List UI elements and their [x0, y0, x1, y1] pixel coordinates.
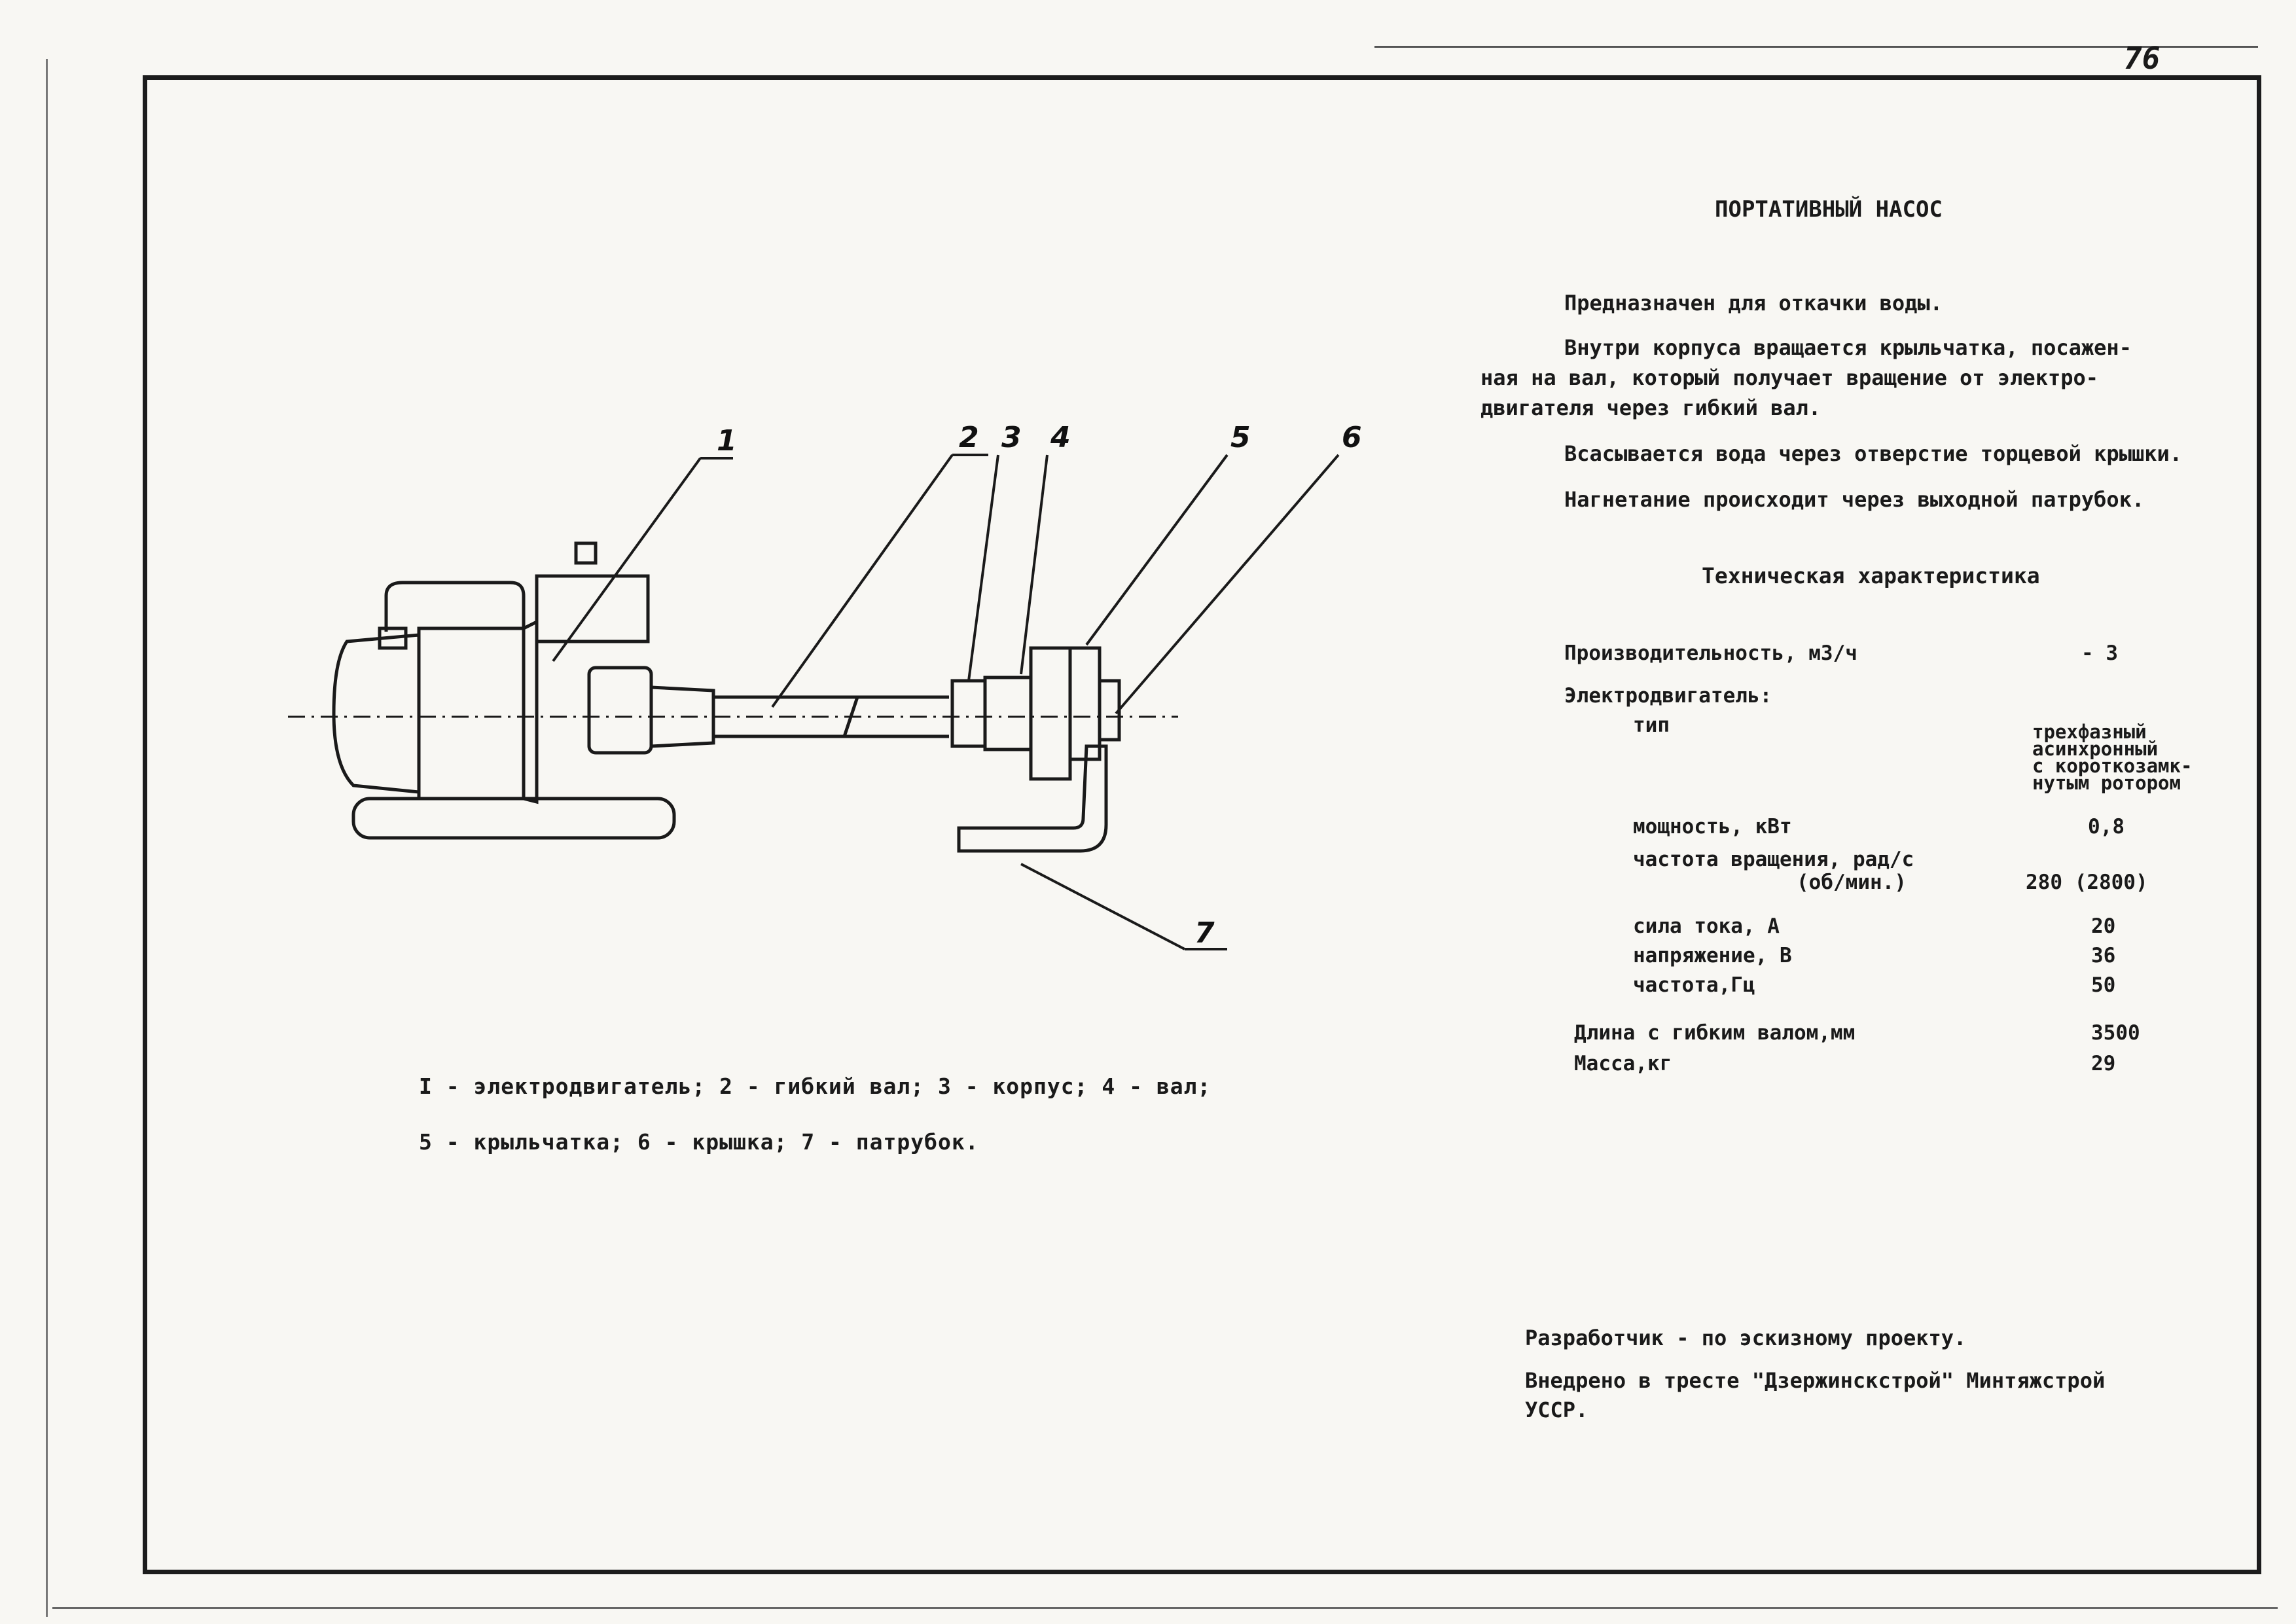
flexible-shaft: [713, 695, 949, 738]
motor-type-value: трехфазный асинхронный с короткозамк- ну…: [2032, 721, 2193, 794]
speed-label-rpm: (об/мин.): [1797, 871, 1907, 894]
mass-label: Масса,кг: [1574, 1052, 1672, 1075]
description-line-3: двигателя через гибкий вал.: [1480, 395, 1821, 420]
implementation-note-2: УССР.: [1525, 1398, 1588, 1422]
speed-label: частота вращения, рад/с: [1633, 848, 1914, 871]
caption-line-2: 5 - крыльчатка; 6 - крышка; 7 - патрубок…: [419, 1129, 979, 1155]
handle-clip: [378, 626, 408, 650]
page-number: 76: [2124, 41, 2161, 76]
motor-end-cap: [332, 633, 421, 794]
callout-1: 1: [717, 424, 737, 458]
pump-outline: [332, 541, 1121, 853]
current-value: 20: [2091, 914, 2116, 938]
power-label: мощность, кВт: [1633, 815, 1792, 839]
document-title: ПОРТАТИВНЫЙ НАСОС: [1715, 196, 1943, 223]
pump-cover: [1068, 646, 1102, 761]
callout-4: 4: [1050, 421, 1071, 454]
scan-bottom-line: [52, 1607, 2278, 1609]
suction-text: Всасывается вода через отверстие торцево…: [1564, 441, 2183, 466]
pump-casing: [950, 679, 987, 748]
leader-5: [1085, 454, 1229, 646]
motor-housing-rear: [417, 626, 526, 801]
cover-boss: [1098, 679, 1121, 742]
leader-2: [771, 454, 954, 708]
voltage-value: 36: [2091, 944, 2116, 967]
specs-heading: Техническая характеристика: [1702, 563, 2040, 588]
capacity-value: - 3: [2081, 641, 2118, 665]
leader-1: [552, 457, 702, 662]
motor-heading: Электродвигатель:: [1564, 684, 1772, 708]
motor-type-label: тип: [1633, 713, 1670, 737]
description-line-1: Внутри корпуса вращается крыльчатка, пос…: [1564, 335, 2132, 360]
length-value: 3500: [2091, 1021, 2140, 1045]
terminal-box: [535, 574, 650, 643]
pump-shaft-seal: [983, 676, 1033, 751]
motor-housing-front: [522, 619, 539, 804]
power-value: 0,8: [2088, 815, 2125, 839]
implementation-note-1: Внедрено в тресте "Дзержинскстрой" Минтя…: [1525, 1368, 2106, 1393]
length-label: Длина с гибким валом,мм: [1574, 1021, 1856, 1045]
voltage-label: напряжение, В: [1633, 944, 1792, 967]
leader-6: [1115, 454, 1340, 715]
motor-base: [351, 797, 676, 840]
developer-note: Разработчик - по эскизному проекту.: [1525, 1326, 1967, 1350]
scan-edge-line: [46, 59, 48, 1617]
current-label: сила тока, А: [1633, 914, 1780, 938]
callout-3: 3: [1001, 421, 1022, 454]
purpose-text: Предназначен для откачки воды.: [1564, 291, 1943, 316]
leader-3: [967, 454, 999, 681]
frequency-value: 50: [2091, 973, 2116, 997]
leader-4: [1020, 454, 1049, 675]
description-line-2: ная на вал, который получает вращение от…: [1480, 365, 2099, 390]
callout-5: 5: [1230, 421, 1251, 454]
outlet-pipe: [957, 744, 1108, 853]
callout-6: 6: [1342, 421, 1362, 454]
motor-handle: [384, 581, 526, 632]
impeller-disc: [1029, 646, 1072, 781]
callout-2: 2: [959, 421, 979, 454]
leader-lines: [552, 454, 1340, 950]
drawing-frame: [143, 75, 2261, 1574]
motor-coupling: [587, 666, 653, 755]
mass-value: 29: [2091, 1052, 2116, 1075]
terminal-knob: [574, 541, 598, 565]
callout-7: 7: [1194, 916, 1215, 950]
caption-line-1: I - электродвигатель; 2 - гибкий вал; 3 …: [419, 1074, 1211, 1099]
leader-7: [1020, 863, 1185, 950]
frequency-label: частота,Гц: [1633, 973, 1755, 997]
sheet-top-line: [1374, 46, 2258, 48]
discharge-text: Нагнетание происходит через выходной пат…: [1564, 487, 2145, 512]
capacity-label: Производительность, м3/ч: [1564, 641, 1857, 665]
speed-value: 280 (2800): [2026, 871, 2148, 894]
